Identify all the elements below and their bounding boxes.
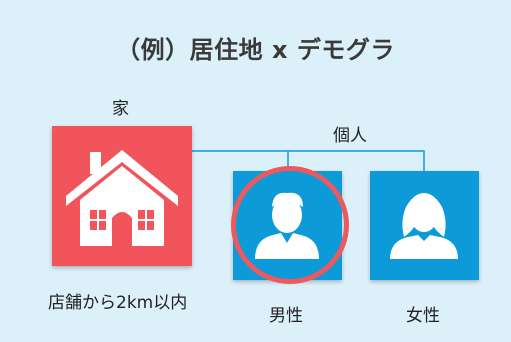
- house-label: 家: [112, 99, 129, 119]
- female-label: 女性: [406, 306, 440, 326]
- male-label: 男性: [269, 306, 303, 326]
- house-icon: [66, 150, 178, 246]
- diagram-title: （例）居住地 x デモグラ: [116, 36, 395, 64]
- house-caption: 店舗から2km以内: [48, 293, 188, 313]
- female-person-icon: [390, 193, 458, 259]
- individual-label: 個人: [333, 126, 367, 146]
- connector-line: [192, 150, 425, 171]
- male-highlight-ring: [231, 166, 349, 284]
- female-box: [370, 171, 479, 280]
- house-box: [52, 126, 192, 266]
